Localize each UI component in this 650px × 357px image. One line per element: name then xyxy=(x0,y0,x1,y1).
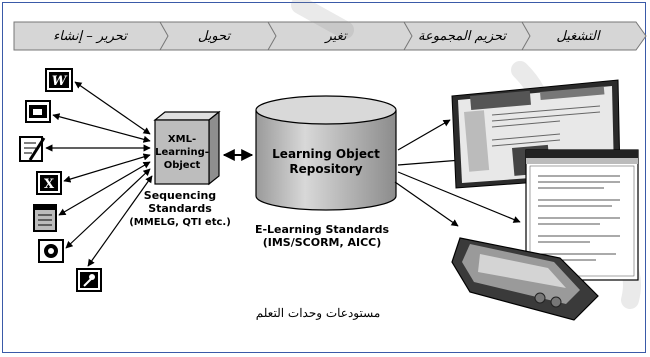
xml-box-line1: XML- xyxy=(168,134,196,145)
source-icons: W X xyxy=(19,68,102,292)
word-document-icon: W xyxy=(45,68,73,92)
elearning-line1: E-Learning Standards xyxy=(255,223,390,236)
sequencing-line3: (MMELG, QTI etc.) xyxy=(129,217,231,228)
key-icon xyxy=(76,268,102,292)
sequencing-line1: Sequencing xyxy=(144,189,216,202)
step-chevron-5 xyxy=(13,21,169,51)
pencil-note-icon xyxy=(19,136,46,162)
elearning-line2: (IMS/SCORM, AICC) xyxy=(263,236,382,249)
xml-box-line3: Object xyxy=(164,160,201,171)
excel-icon-letter: X xyxy=(44,177,55,192)
sequencing-standards: Sequencing Standards (MMELG, QTI etc.) xyxy=(129,189,231,228)
xml-learning-object-box: XML- Learning- Object xyxy=(153,110,221,186)
excel-icon: X xyxy=(36,171,62,195)
multimedia-icon xyxy=(38,239,64,263)
notepad-icon xyxy=(33,204,57,232)
step-label-5: تحرير – إنشاء xyxy=(53,29,128,44)
step-label-1: التشغيل xyxy=(556,29,601,44)
step-label-2: تحزيم المجموعة xyxy=(418,29,507,44)
repository-cylinder: Learning Object Repository xyxy=(255,95,397,211)
pda-device xyxy=(451,237,599,321)
step-label-4: تحويل xyxy=(198,29,232,44)
footer-caption: مستودعات وحدات التعلم xyxy=(256,306,381,320)
presentation-icon xyxy=(25,100,51,123)
xml-box-line2: Learning- xyxy=(155,147,209,158)
source-arrows xyxy=(45,81,153,267)
word-icon-letter: W xyxy=(52,74,68,89)
repository-line2: Repository xyxy=(289,162,362,176)
repository-line1: Learning Object xyxy=(272,147,380,161)
process-bar: التشغيل تحزيم المجموعة تغير تحويل تحرير … xyxy=(13,21,647,51)
elearning-standards: E-Learning Standards (IMS/SCORM, AICC) xyxy=(255,223,390,249)
sequencing-line2: Standards xyxy=(148,202,212,215)
step-label-3: تغير xyxy=(324,29,348,44)
